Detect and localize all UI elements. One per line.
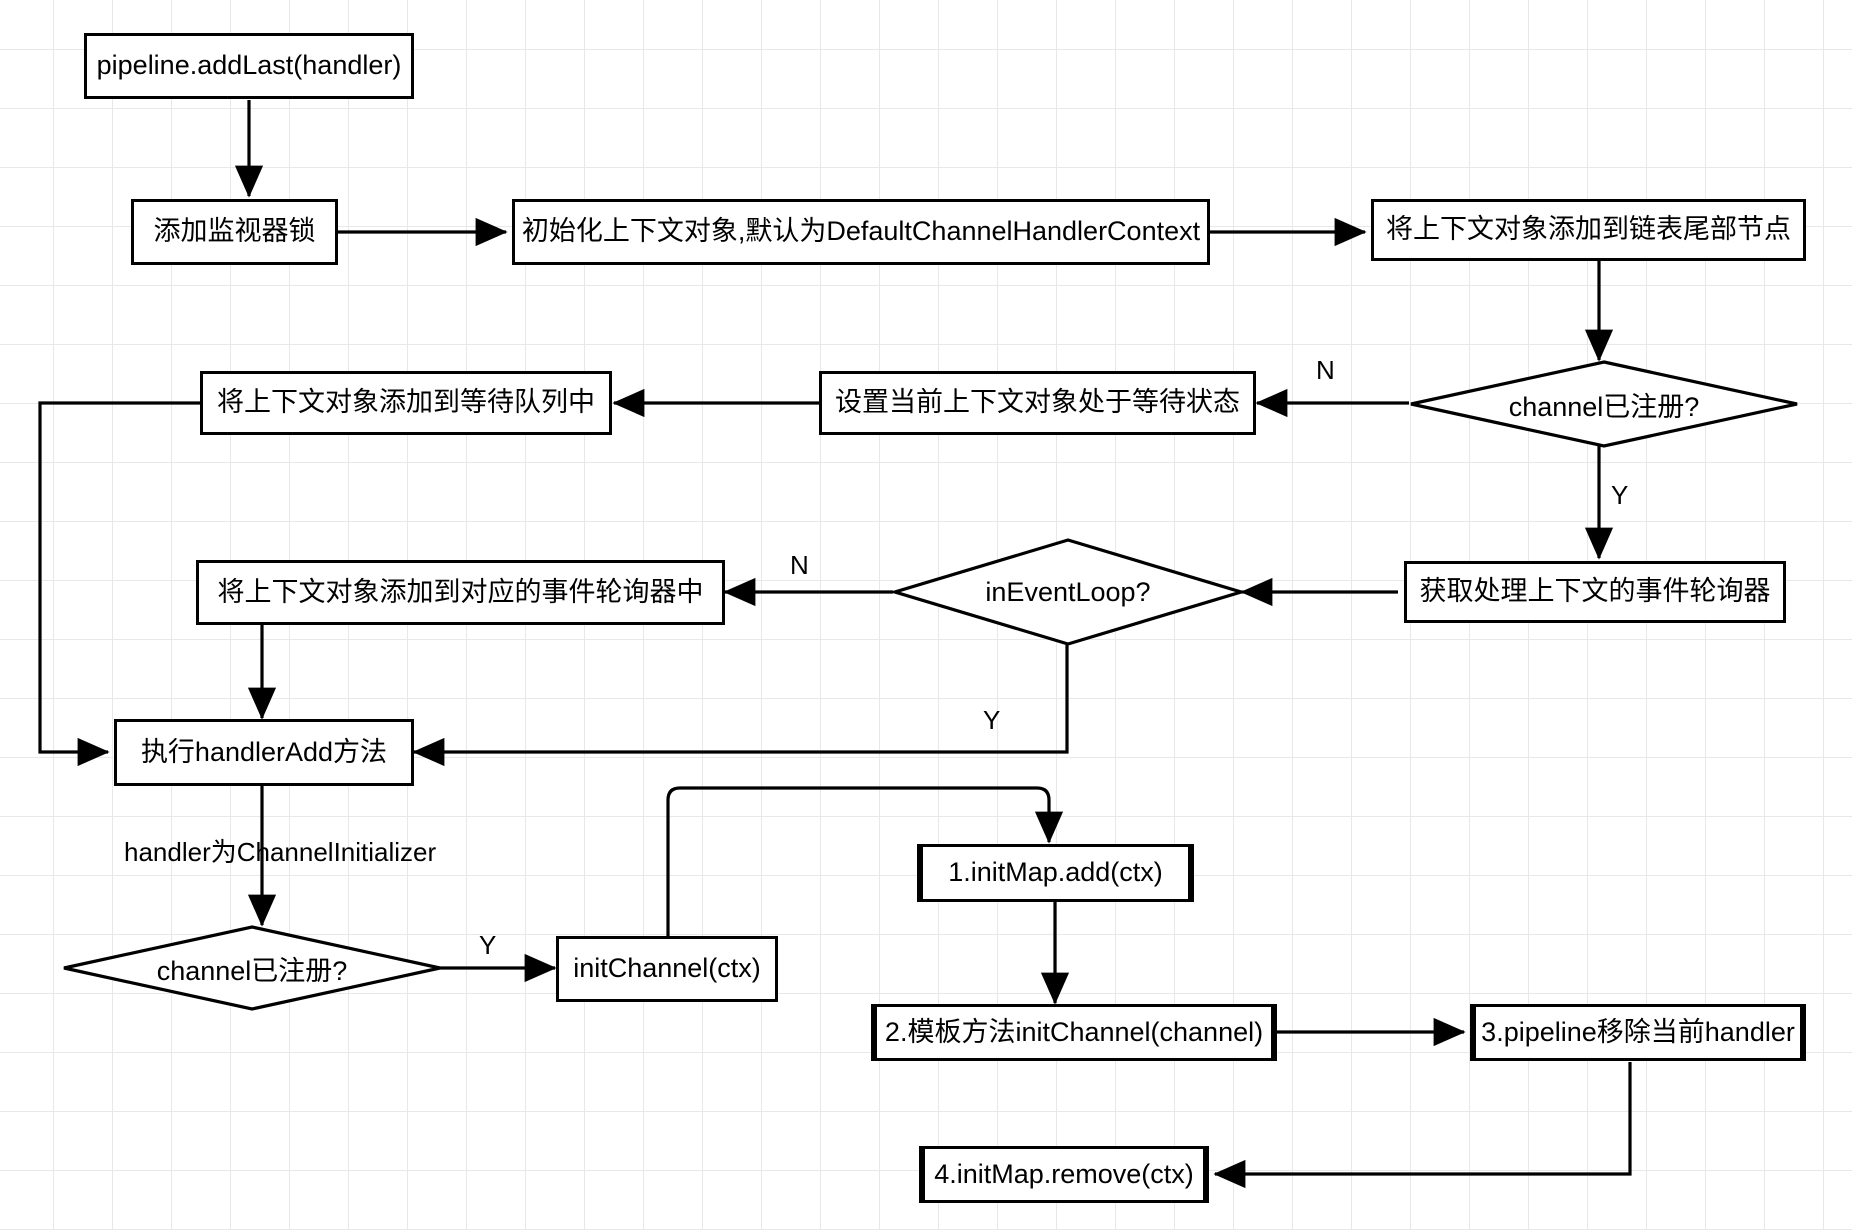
edge-label-handler-is-initializer: handler为ChannelInitializer [124,837,437,867]
node-step-2-init-channel[interactable]: 2.模板方法initChannel(channel) [871,1004,1277,1061]
node-set-pending-state-label: 设置当前上下文对象处于等待状态 [835,387,1240,418]
node-init-context[interactable]: 初始化上下文对象,默认为DefaultChannelHandlerContext [512,199,1210,265]
node-in-event-loop-label: inEventLoop? [985,576,1151,607]
node-set-pending-state[interactable]: 设置当前上下文对象处于等待状态 [819,371,1256,435]
node-add-wait-queue[interactable]: 将上下文对象添加到等待队列中 [200,371,612,435]
edge-initchannelctx-to-step1 [666,786,1064,940]
node-step-3-remove-handler[interactable]: 3.pipeline移除当前handler [1470,1004,1806,1061]
edge-label-registered2-yes: Y [479,930,497,960]
node-start-label: pipeline.addLast(handler) [96,50,402,81]
node-add-wait-queue-label: 将上下文对象添加到等待队列中 [217,387,595,418]
edge-ineventloop-yes [412,636,1069,767]
node-in-event-loop[interactable]: inEventLoop? [893,538,1243,646]
node-start[interactable]: pipeline.addLast(handler) [84,33,414,99]
node-step-1-initmap-add[interactable]: 1.initMap.add(ctx) [917,844,1194,902]
node-channel-registered-1-label: channel已注册? [1508,391,1700,422]
node-step-3-label: 3.pipeline移除当前handler [1481,1016,1795,1047]
edge-label-ineventloop-no: N [790,550,809,580]
node-get-executor-label: 获取处理上下文的事件轮询器 [1419,576,1771,607]
node-channel-registered-2[interactable]: channel已注册? [62,925,442,1011]
edge-label-registered1-no: N [1316,355,1335,385]
node-init-channel-ctx-label: initChannel(ctx) [573,953,761,984]
diamond-shape [63,925,441,1011]
node-channel-registered-2-label: channel已注册? [156,955,348,986]
diamond-shape [1410,360,1798,448]
node-get-executor[interactable]: 获取处理上下文的事件轮询器 [1404,561,1786,623]
node-handler-add[interactable]: 执行handlerAdd方法 [114,719,414,786]
node-init-context-label: 初始化上下文对象,默认为DefaultChannelHandlerContext [521,216,1201,247]
edge-label-registered1-yes: Y [1611,480,1629,510]
edge-step3-to-step4 [1213,1062,1632,1189]
node-step-4-label: 4.initMap.remove(ctx) [934,1158,1194,1189]
node-init-channel-ctx[interactable]: initChannel(ctx) [556,936,778,1002]
node-add-monitor-lock[interactable]: 添加监视器锁 [131,199,338,265]
node-step-4-initmap-remove[interactable]: 4.initMap.remove(ctx) [919,1146,1209,1203]
node-channel-registered-1[interactable]: channel已注册? [1409,360,1799,448]
node-add-to-tail[interactable]: 将上下文对象添加到链表尾部节点 [1371,199,1806,261]
node-handler-add-label: 执行handlerAdd方法 [140,736,388,767]
node-step-2-label: 2.模板方法initChannel(channel) [884,1016,1264,1047]
node-add-to-event-loop-label: 将上下文对象添加到对应的事件轮询器中 [217,576,704,607]
node-add-to-event-loop[interactable]: 将上下文对象添加到对应的事件轮询器中 [196,560,725,625]
diamond-shape [893,538,1243,646]
node-add-to-tail-label: 将上下文对象添加到链表尾部节点 [1386,214,1791,245]
edge-waitqueue-to-handleradd [38,401,200,767]
node-add-monitor-lock-label: 添加监视器锁 [153,216,316,247]
edge-label-ineventloop-yes: Y [983,705,1001,735]
node-step-1-label: 1.initMap.add(ctx) [948,857,1163,888]
